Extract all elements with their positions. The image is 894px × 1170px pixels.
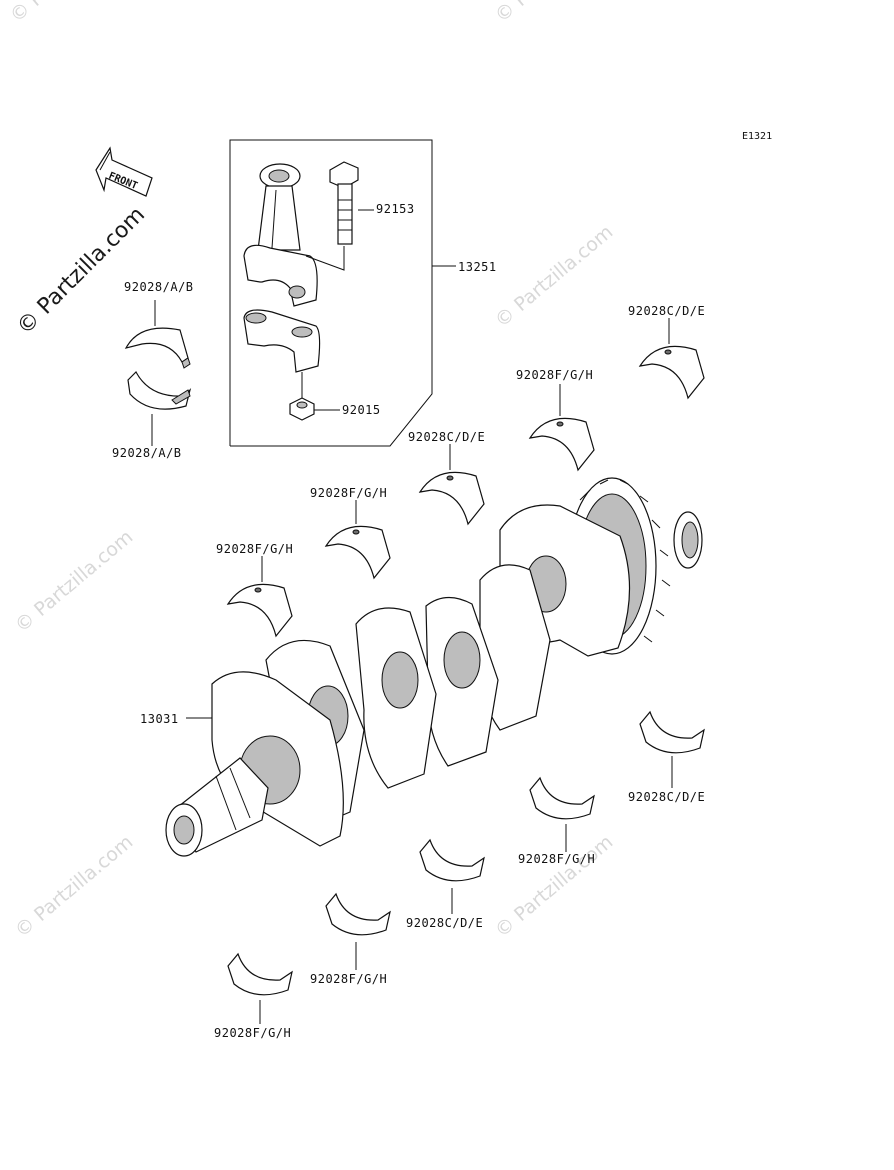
label-rod-bearing-lower: 92028/A/B bbox=[112, 446, 182, 460]
label-main-upper-2: 92028F/G/H bbox=[310, 486, 388, 500]
main-bearing-upper-5 bbox=[638, 318, 705, 400]
label-main-lower-2: 92028F/G/H bbox=[518, 852, 596, 866]
main-bearing-upper-3 bbox=[418, 444, 485, 526]
label-main-upper-1: 92028F/G/H bbox=[216, 542, 294, 556]
label-rod-assembly: 13251 bbox=[458, 260, 497, 274]
label-nut: 92015 bbox=[342, 403, 381, 417]
label-main-lower-5: 92028F/G/H bbox=[214, 1026, 292, 1040]
label-crankshaft: 13031 bbox=[140, 712, 179, 726]
label-main-lower-3: 92028C/D/E bbox=[406, 916, 484, 930]
connecting-rod bbox=[243, 163, 321, 373]
main-bearing-upper-4 bbox=[528, 384, 595, 472]
label-main-lower-4: 92028F/G/H bbox=[310, 972, 388, 986]
main-bearing-lower-2 bbox=[529, 776, 595, 852]
rod-bolt bbox=[329, 161, 359, 245]
label-main-upper-4: 92028F/G/H bbox=[516, 368, 594, 382]
rod-nut bbox=[289, 372, 340, 421]
rod-bearing-upper bbox=[124, 300, 191, 369]
main-bearing-lower-4 bbox=[325, 892, 391, 970]
main-bearing-lower-1 bbox=[639, 710, 705, 788]
main-bearing-lower-5 bbox=[227, 952, 293, 1024]
rod-bearing-lower bbox=[127, 371, 192, 446]
label-main-lower-1: 92028C/D/E bbox=[628, 790, 706, 804]
label-rod-bearing-upper: 92028/A/B bbox=[124, 280, 194, 294]
crankshaft bbox=[165, 477, 703, 857]
rod-assembly-frame bbox=[229, 139, 433, 447]
diagram-code: E1321 bbox=[742, 131, 773, 142]
label-bolt: 92153 bbox=[376, 202, 415, 216]
label-main-upper-5: 92028C/D/E bbox=[628, 304, 706, 318]
main-bearing-upper-1 bbox=[226, 556, 293, 638]
front-arrow-icon bbox=[95, 146, 153, 197]
main-bearing-upper-2 bbox=[324, 500, 391, 580]
label-main-upper-3: 92028C/D/E bbox=[408, 430, 486, 444]
main-bearing-lower-3 bbox=[419, 838, 485, 914]
